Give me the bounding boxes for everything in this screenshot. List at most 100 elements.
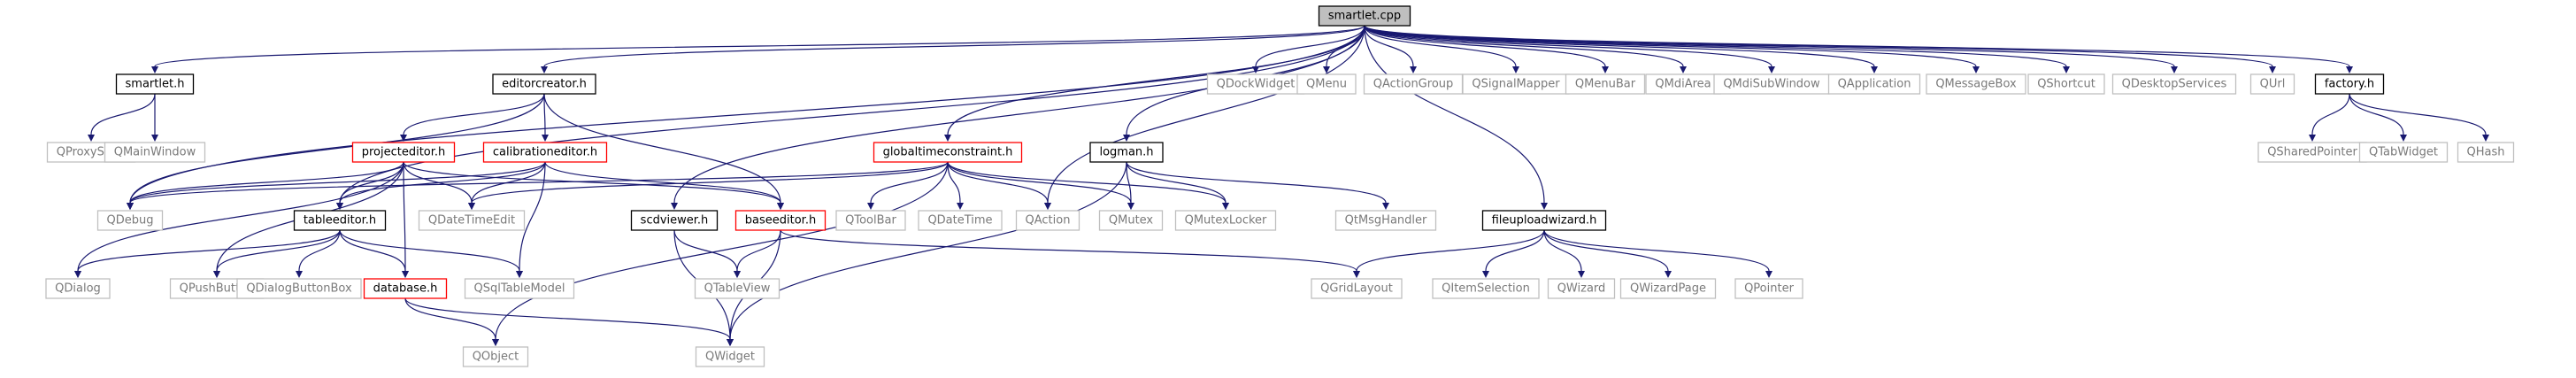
edge-projecteditor_h-to-baseeditor_h [403, 161, 781, 204]
edge-factory_h-to-QSharedPointer [2311, 93, 2350, 135]
node-box [1098, 210, 1164, 231]
arrowhead-tableeditor_h-to-QSqlTableModel [516, 271, 523, 278]
node-projecteditor-h[interactable]: projecteditor.h [351, 142, 456, 163]
node-label: QToolBar [845, 214, 896, 228]
node-QDesktopServices: QDesktopServices [2111, 73, 2237, 95]
node-globaltimeconstraint-h[interactable]: globaltimeconstraint.h [873, 142, 1023, 163]
arrowhead-smartlet_cpp-to-QUrl [2269, 66, 2276, 73]
arrowhead-baseeditor_h-to-QTableView [734, 271, 741, 278]
node-scdviewer-h[interactable]: scdviewer.h [630, 210, 719, 231]
node-label: editorcreator.h [502, 78, 587, 91]
arrowhead-tableeditor_h-to-QPushButton [213, 271, 220, 278]
node-label: QDateTimeEdit [428, 214, 515, 228]
node-label: fileuploadwizard.h [1492, 214, 1597, 228]
node-logman-h[interactable]: logman.h [1089, 142, 1164, 163]
edge-baseeditor_h-to-QGridLayout [780, 229, 1357, 272]
node-layer: smartlet.cpp smartlet.h editorcreator.h QDo… [45, 5, 2515, 367]
node-label: smartlet.cpp [1328, 10, 1401, 23]
node-fileuploadwizard-h[interactable]: fileuploadwizard.h [1481, 210, 1607, 231]
node-QDockWidget: QDockWidget [1206, 73, 1305, 95]
node-database-h[interactable]: database.h [363, 278, 448, 299]
arrowhead-smartlet_cpp-to-QApplication [1871, 66, 1878, 73]
edge-smartlet_cpp-to-tableeditor_h [339, 25, 1365, 204]
edge-smartlet_cpp-to-fileuploadwizard_h [1364, 25, 1545, 204]
node-label: QDialog [55, 282, 101, 296]
arrowhead-editorcreator_h-to-calibrationeditor_h [542, 135, 549, 142]
edge-smartlet_cpp-to-QUrl [1364, 25, 2273, 67]
node-calibrationeditor-h[interactable]: calibrationeditor.h [482, 142, 608, 163]
node-label: QMessageBox [1935, 78, 2017, 91]
node-label: QDockWidget [1217, 78, 1296, 91]
node-box [464, 278, 575, 299]
arrowhead-fileuploadwizard_h-to-QWizard [1578, 271, 1585, 278]
node-label: QUrl [2260, 78, 2286, 91]
node-smartlet-h[interactable]: smartlet.h [115, 73, 195, 95]
arrowhead-factory_h-to-QSharedPointer [2309, 135, 2316, 142]
node-QMdiArea: QMdiArea [1645, 73, 1721, 95]
node-QTableView: QTableView [694, 278, 780, 299]
node-box [1174, 210, 1277, 231]
node-box [1311, 278, 1403, 299]
edge-tableeditor_h-to-database_h [339, 229, 406, 272]
arrowhead-fileuploadwizard_h-to-QItemSelection [1482, 271, 1489, 278]
node-label: scdviewer.h [641, 214, 709, 228]
node-box [1089, 142, 1164, 163]
edge-database_h-to-QObject [404, 297, 496, 340]
node-label: logman.h [1099, 146, 1153, 159]
node-box [1926, 73, 2026, 95]
node-QMenuBar: QMenuBar [1565, 73, 1646, 95]
edge-tableeditor_h-to-QDialog [77, 229, 341, 272]
node-box [293, 210, 387, 231]
node-box [45, 278, 111, 299]
node-box [96, 210, 164, 231]
node-box [2111, 73, 2237, 95]
node-box [734, 210, 827, 231]
edge-smartlet_cpp-to-editorcreator_h [543, 25, 1365, 67]
arrowhead-tableeditor_h-to-QDialog [74, 271, 81, 278]
node-baseeditor-h[interactable]: baseeditor.h [734, 210, 827, 231]
node-editorcreator-h[interactable]: editorcreator.h [492, 73, 596, 95]
arrowhead-globaltimeconstraint_h-to-QDebug [127, 203, 134, 210]
edge-projecteditor_h-to-QDialog [77, 161, 404, 272]
arrowhead-logman_h-to-QtMsgHandler [1382, 203, 1389, 210]
node-box [492, 73, 596, 95]
arrowhead-smartlet_cpp-to-QDesktopServices [2171, 66, 2178, 73]
edge-calibrationeditor_h-to-QDebug [129, 161, 546, 204]
edge-smartlet_cpp-to-QMessageBox [1364, 25, 1977, 67]
edge-globaltimeconstraint_h-to-QObject [495, 161, 949, 340]
node-smartlet-cpp[interactable]: smartlet.cpp [1318, 5, 1411, 27]
node-label: QDialogButtonBox [246, 282, 352, 296]
edge-calibrationeditor_h-to-QDateTimeEdit [471, 161, 546, 204]
arrowhead-smartlet_cpp-to-QShortcut [2063, 66, 2070, 73]
node-QSqlTableModel: QSqlTableModel [464, 278, 575, 299]
edge-globaltimeconstraint_h-to-QMutex [947, 161, 1132, 204]
node-label: QShortcut [2037, 78, 2095, 91]
node-box [694, 278, 780, 299]
node-label: QTableView [704, 282, 771, 296]
node-label: QDateTime [927, 214, 992, 228]
arrowhead-database_h-to-QWidget [727, 339, 734, 346]
node-QApplication: QApplication [1827, 73, 1921, 95]
edge-logman_h-to-QtMsgHandler [1126, 161, 1387, 204]
node-QDebug: QDebug [96, 210, 164, 231]
node-factory-h[interactable]: factory.h [2314, 73, 2385, 95]
arrowhead-tableeditor_h-to-database_h [402, 271, 409, 278]
node-label: QDebug [107, 214, 154, 228]
edge-smartlet_cpp-to-QDockWidget [1255, 25, 1365, 67]
node-label: QObject [473, 351, 519, 364]
node-tableeditor-h[interactable]: tableeditor.h [293, 210, 387, 231]
node-QHash: QHash [2457, 142, 2515, 163]
node-box [695, 346, 765, 367]
node-QObject: QObject [462, 346, 529, 367]
node-box [462, 346, 529, 367]
node-QPointer: QPointer [1734, 278, 1803, 299]
edge-database_h-to-QWidget [404, 297, 731, 340]
node-box [1481, 210, 1607, 231]
node-QMutex: QMutex [1098, 210, 1164, 231]
node-QSignalMapper: QSignalMapper [1462, 73, 1570, 95]
arrowhead-factory_h-to-QHash [2482, 135, 2489, 142]
arrowhead-fileuploadwizard_h-to-QWizardPage [1665, 271, 1672, 278]
node-QSharedPointer: QSharedPointer [2257, 142, 2367, 163]
node-QActionGroup: QActionGroup [1363, 73, 1464, 95]
